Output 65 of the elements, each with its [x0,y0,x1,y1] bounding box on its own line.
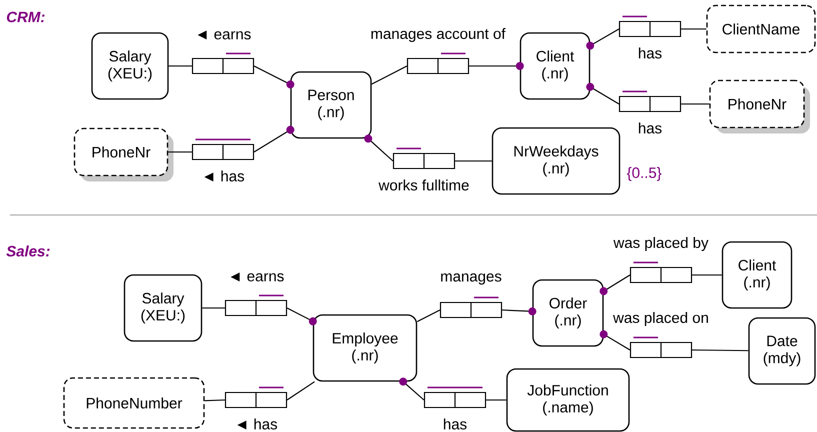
reading-label: was placed by [613,237,708,251]
connector-line [202,307,225,309]
connector-line [399,378,424,400]
entity-type-box: Client (.nr) [520,32,590,100]
connector-line [254,66,294,88]
reading-label: ◄ has [237,418,278,430]
connector-line [286,381,315,400]
entity-type-box: JobFunction (.name) [506,368,630,432]
fact-type-box [618,16,682,38]
entity-type-box: Date (mdy) [748,317,816,385]
reading-label: has [638,48,662,58]
connector-line [168,151,192,153]
entity-type-box: Order (.nr) [532,279,604,347]
connector-line [681,103,710,105]
connector-line [681,28,706,30]
reading-label: has [444,418,467,430]
section-title: CRM: [6,12,45,22]
connector-line [692,274,722,276]
fact-type-box [392,148,456,170]
fact-type-box [630,336,692,358]
fact-type-box [192,138,254,160]
reading-label: manages [441,273,502,285]
connector-line [586,82,620,104]
connector-line [469,62,524,70]
fact-type-box [192,52,254,74]
reading-label: manages account of [371,28,506,42]
section-title: Sales: [6,246,50,256]
connector-line [371,66,408,85]
fact-type-box [424,386,486,408]
connector-line [486,399,506,401]
value-type-box: PhoneNumber [63,377,205,429]
entity-type-box: Person (.nr) [290,71,372,139]
connector-line [586,28,620,50]
reading-label: was placed on [613,312,708,326]
connector-line [692,349,748,352]
value-type-box: ClientName [706,4,816,54]
connector-line [364,134,394,162]
reading-label: ◄ has [204,170,244,182]
value-type-box: PhoneNr [74,128,174,182]
reading-label: ◄ earns [230,272,284,282]
connector-line [455,160,492,162]
connector-line [168,65,192,67]
fact-type-box [618,90,682,112]
fact-type-box [224,386,288,408]
entity-type-box: Salary (XEU:) [91,32,169,100]
connector-line [286,308,317,326]
entity-type-box: Employee (.nr) [312,314,418,382]
entity-type-box: Salary (XEU:) [124,274,202,342]
fact-type-box [630,262,692,284]
connector-line [502,307,536,316]
connector-line [600,274,630,296]
value-constraint: {0..5} [626,167,662,181]
connector-line [416,310,440,322]
reading-label: works fulltime [378,180,469,190]
entity-type-box: NrWeekdays (.nr) [492,127,620,195]
connector-line [600,330,630,350]
reading-label: ◄ earns [198,30,251,40]
fact-type-box [406,52,470,74]
reading-label: has [638,122,662,134]
entity-type-box: Client (.nr) [722,241,792,309]
connector-line [254,126,294,152]
connector-line [204,399,225,402]
fact-type-box [440,296,502,318]
value-type-box: PhoneNr [709,80,810,134]
fact-type-box [224,294,288,316]
